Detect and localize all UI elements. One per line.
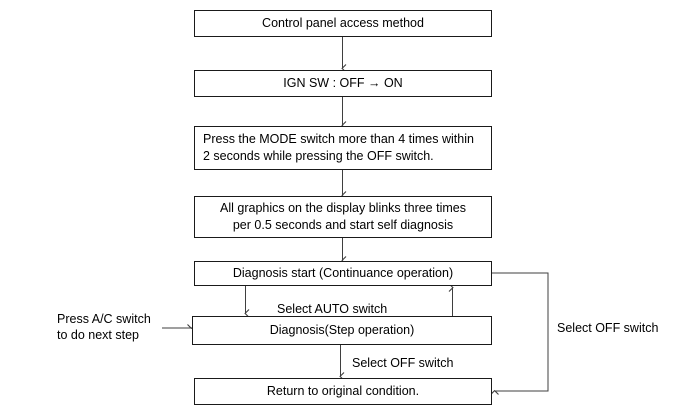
edge-label-select-off-switch-middle: Select OFF switch [352, 356, 454, 370]
edge-n5-n7-loop [490, 272, 549, 395]
node-diagnosis-start[interactable]: Diagnosis start (Continuance operation) [194, 261, 492, 286]
node-control-panel-access-method[interactable]: Control panel access method [194, 10, 492, 37]
edge-label-select-off-switch-right: Select OFF switch [557, 321, 659, 335]
node-return-original-condition[interactable]: Return to original condition. [194, 378, 492, 405]
node-all-graphics-blink[interactable]: All graphics on the display blinks three… [194, 196, 492, 238]
node-diagnosis-step-operation[interactable]: Diagnosis(Step operation) [192, 316, 492, 345]
node-ign-sw[interactable]: IGN SW : OFF → ON [194, 70, 492, 97]
annotation-press-ac-switch: Press A/C switch to do next step [57, 312, 151, 342]
node-press-mode-switch[interactable]: Press the MODE switch more than 4 times … [194, 126, 492, 170]
edge-label-select-auto-switch: Select AUTO switch [277, 302, 388, 316]
